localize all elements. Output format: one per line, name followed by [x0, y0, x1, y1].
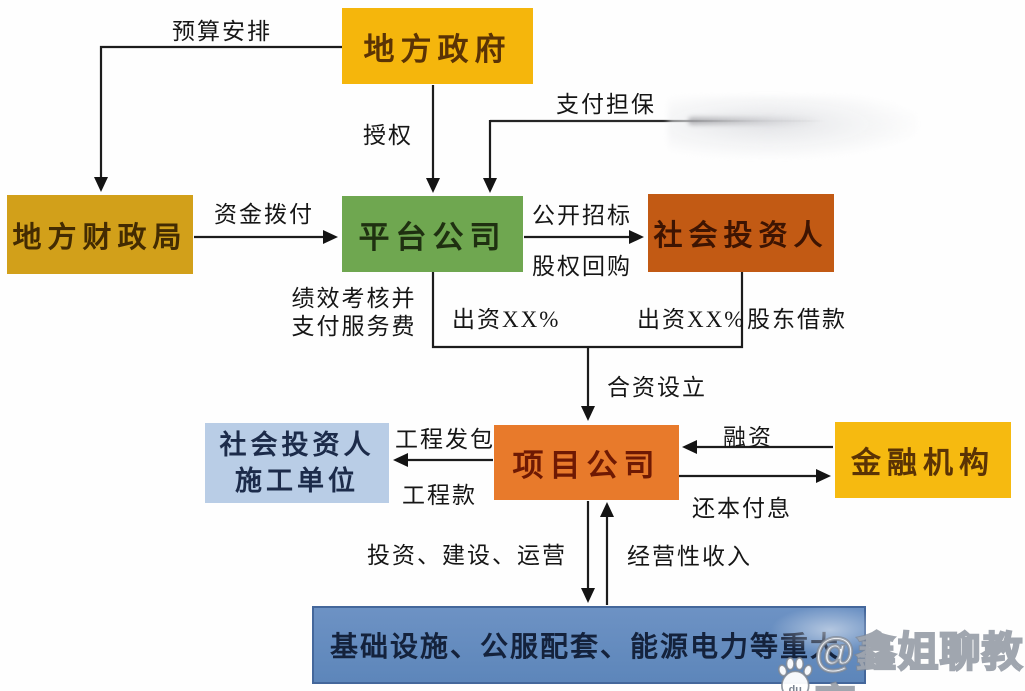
node-label: 金融机构 [851, 447, 995, 480]
edge-label-equity-buyback: 股权回购 [532, 254, 632, 279]
edge-label-performance-fee: 绩效考核并 支付服务费 [281, 285, 427, 341]
node-label: 地方财政局 [12, 221, 188, 254]
node-label: 项目公司 [512, 448, 661, 483]
node-label-line1: 社会投资人 [219, 430, 375, 460]
edge-label-public-bidding: 公开招标 [532, 203, 632, 228]
edge-label-operating-income: 经营性收入 [627, 544, 752, 569]
node-label: 平台公司 [358, 219, 507, 255]
watermark-handle: @鑫姐聊教育 [814, 628, 1024, 691]
baidu-paw-icon: du [777, 657, 813, 691]
edge-label-performance-line1: 绩效考核并 [291, 286, 417, 311]
watermark: du @鑫姐聊教育 [776, 626, 1025, 691]
arrow-budget-arrangement [94, 45, 344, 192]
node-financial-institution: 金融机构 [835, 422, 1011, 498]
node-investor-construction-unit: 社会投资人 施工单位 [205, 423, 389, 503]
edge-label-payment-guarantee: 支付担保 [556, 92, 656, 117]
edge-label-debt-repayment: 还本付息 [692, 496, 792, 521]
edge-label-capital-contribution-right: 出资XX% [637, 307, 746, 332]
edge-label-joint-venture-setup: 合资设立 [607, 375, 707, 400]
watermark-halo [770, 606, 890, 654]
edge-label-project-contracting: 工程发包 [395, 427, 495, 452]
edge-label-performance-line2: 支付服务费 [291, 314, 417, 339]
faded-line-remnant [688, 117, 820, 125]
edge-label-financing: 融资 [723, 425, 773, 450]
node-label: 社会投资人 [653, 220, 829, 252]
edge-label-authorization: 授权 [363, 123, 413, 148]
node-social-investor: 社会投资人 [648, 194, 834, 272]
edge-label-shareholder-loan: 股东借款 [747, 307, 847, 332]
node-label: 基础设施、公服配套、能源电力等重大 [330, 632, 841, 663]
baidu-du-text: du [789, 684, 802, 691]
node-label-line2: 施工单位 [235, 466, 359, 496]
node-local-finance-bureau: 地方财政局 [7, 195, 193, 274]
edge-label-capital-contribution-left: 出资XX% [452, 307, 561, 332]
edge-label-budget-arrangement: 预算安排 [172, 19, 272, 44]
edge-label-project-payment: 工程款 [402, 483, 477, 508]
node-label: 地方政府 [363, 31, 512, 67]
edge-label-fund-allocation: 资金拨付 [214, 202, 314, 227]
faded-smudge [668, 96, 918, 158]
edge-label-invest-build-operate: 投资、建设、运营 [367, 543, 567, 568]
node-local-government: 地方政府 [342, 8, 533, 84]
node-platform-company: 平台公司 [342, 196, 523, 272]
node-project-company: 项目公司 [494, 425, 679, 500]
